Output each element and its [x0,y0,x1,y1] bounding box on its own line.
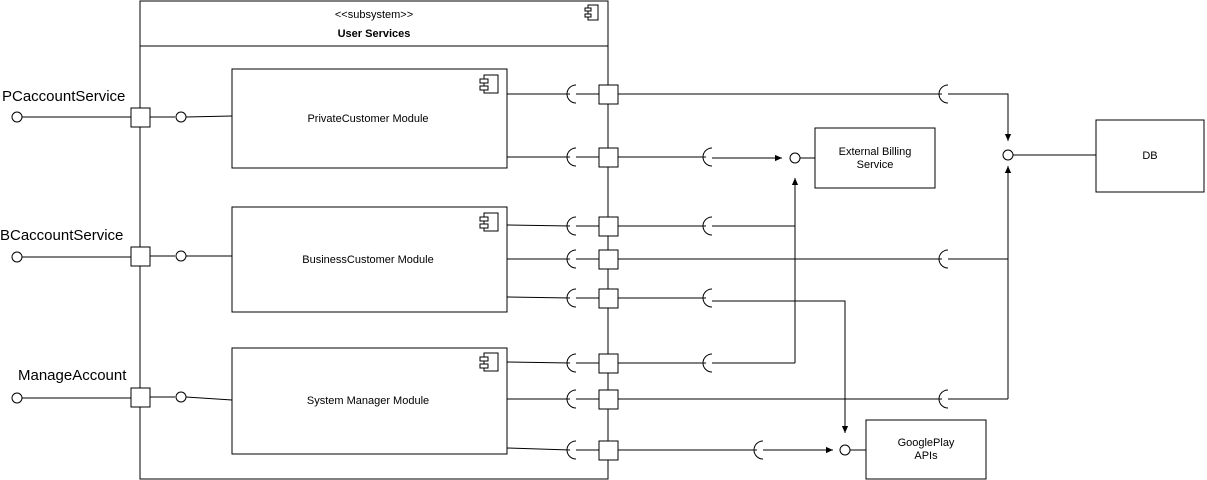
port-square [598,84,619,105]
required-interface-socket [566,84,577,104]
external-billing-label-2: Service [857,159,894,171]
required-interface-socket [566,353,577,373]
module-label-system: System Manager Module [307,395,429,407]
component-external-billing[interactable]: External Billing Service [789,127,936,189]
component-icon [479,352,499,372]
port-square [598,216,619,237]
port-square [598,288,619,309]
provided-interface-icon [11,111,23,123]
required-interface-socket [566,440,577,460]
external-billing-label-1: External Billing [839,146,912,158]
subsystem-stereotype: <<subsystem>> [335,9,413,21]
provided-interface-icon [11,392,23,404]
port-square [130,387,151,408]
required-interface-socket [702,353,713,373]
port-label-bcaccountservice: BCaccountService [0,227,123,244]
required-interface-socket [938,249,949,269]
required-interface-socket [566,147,577,167]
required-interface-socket [938,389,949,409]
provided-interface-icon [839,444,851,456]
port-label-pcaccountservice: PCaccountService [2,88,125,105]
db-label: DB [1142,150,1157,162]
provided-interface-icon [175,250,187,262]
required-interface-socket [702,147,713,167]
module-systemmanager[interactable]: System Manager Module [231,347,508,455]
boundary-ports [598,84,619,461]
port-pcaccountservice[interactable]: PCaccountService [2,88,233,128]
internal-connectors [506,84,599,460]
port-square [130,107,151,128]
required-interface-socket [566,389,577,409]
module-label-private: PrivateCustomer Module [307,113,428,125]
provided-interface-icon [175,111,187,123]
component-icon [479,74,499,94]
provided-interface-icon [789,152,801,164]
port-square [130,246,151,267]
port-bcaccountservice[interactable]: BCaccountService [0,227,232,267]
module-businesscustomer[interactable]: BusinessCustomer Module [231,206,508,313]
provided-interface-icon [11,251,23,263]
provided-interface-icon [175,391,187,403]
external-connectors [618,84,1012,460]
required-interface-socket [566,249,577,269]
required-interface-socket [702,216,713,236]
required-interface-socket [702,288,713,308]
port-square [598,389,619,410]
port-manageaccount[interactable]: ManageAccount [11,367,233,408]
module-privatecustomer[interactable]: PrivateCustomer Module [231,68,508,169]
provided-interface-icon [1002,149,1014,161]
port-square [598,249,619,270]
component-icon [479,212,499,232]
subsystem-name: User Services [338,28,411,40]
component-db[interactable]: DB [1002,119,1205,193]
module-label-business: BusinessCustomer Module [302,254,433,266]
required-interface-socket [753,440,764,460]
port-square [598,353,619,374]
required-interface-socket [566,216,577,236]
component-icon [584,4,599,21]
port-square [598,147,619,168]
port-label-manageaccount: ManageAccount [18,367,127,384]
port-square [598,440,619,461]
required-interface-socket [566,288,577,308]
component-googleplay-apis[interactable]: GooglePlay APIs [839,419,987,480]
googleplay-label-2: APIs [914,450,938,462]
googleplay-label-1: GooglePlay [898,437,955,449]
required-interface-socket [938,84,949,104]
